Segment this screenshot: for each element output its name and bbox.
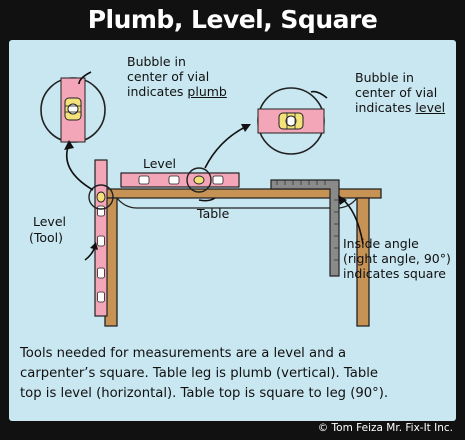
- table-label: Table: [197, 206, 230, 221]
- arrowheads: [64, 124, 347, 250]
- vertical-level: [88, 159, 114, 317]
- level-top-label: Level: [143, 156, 176, 171]
- page-title: Plumb, Level, Square: [87, 5, 378, 34]
- level-magnifier: [257, 87, 325, 155]
- level-tool-label-line1: Level: [33, 214, 66, 229]
- level-label-line3: indicates level: [355, 100, 445, 115]
- diagram-panel: Bubble in center of vial indicates plumb…: [9, 40, 456, 421]
- plumb-label-line2: center of vial: [127, 69, 210, 84]
- caption: Tools needed for measurements are a leve…: [20, 344, 450, 404]
- inside-angle-line2: (right angle, 90°): [343, 251, 451, 266]
- caption-line1: Tools needed for measurements are a leve…: [20, 346, 347, 361]
- credit: © Tom Feiza Mr. Fix-It Inc.: [317, 422, 453, 434]
- inside-angle-line1: Inside angle: [343, 236, 419, 251]
- horizontal-level: [120, 167, 240, 193]
- diagram-canvas: [40, 71, 382, 327]
- level-label-prefix: indicates: [355, 100, 416, 115]
- level-label-line1: Bubble in: [355, 70, 414, 85]
- inside-angle-line3: indicates square: [343, 266, 446, 281]
- carpenters-square: [270, 179, 340, 277]
- plumb-label-line3: indicates plumb: [127, 84, 227, 99]
- table-apron: [116, 197, 358, 209]
- plumb-label-prefix: indicates: [127, 84, 188, 99]
- caption-line2: carpenter’s square. Table leg is plumb (…: [20, 366, 378, 381]
- level-word: level: [415, 100, 446, 115]
- level-tool-label-line2: (Tool): [29, 230, 64, 245]
- plumb-magnifier: [40, 77, 106, 143]
- plumb-label-line1: Bubble in: [127, 54, 186, 69]
- level-label-line2: center of vial: [355, 85, 438, 100]
- plumb-word: plumb: [187, 84, 227, 99]
- caption-line3: top is level (horizontal). Table top is …: [20, 386, 389, 401]
